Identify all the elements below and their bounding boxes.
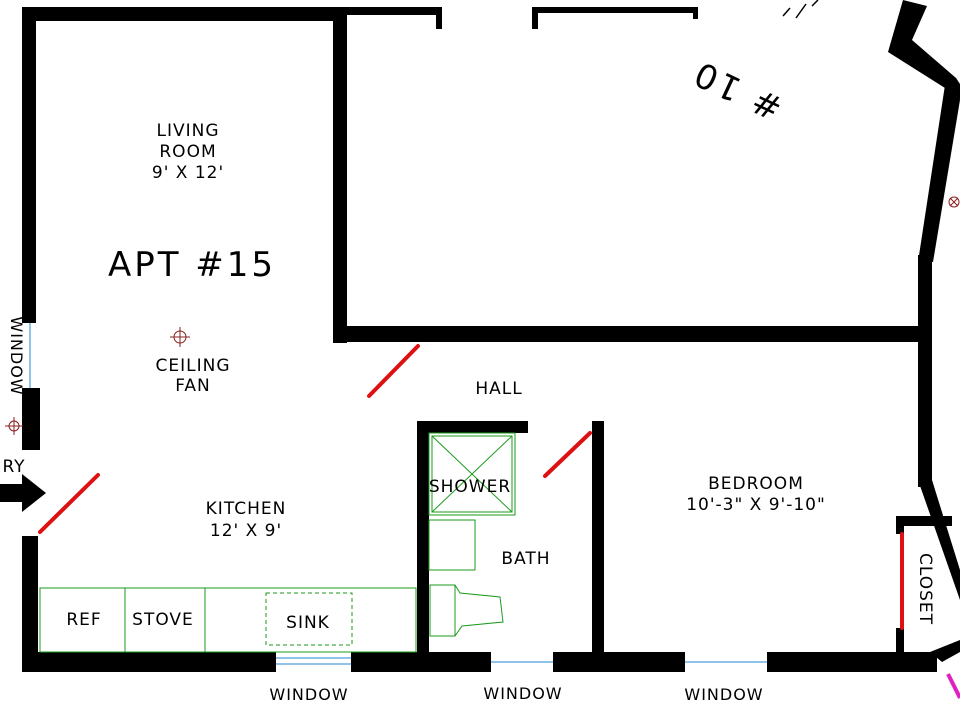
door-entry — [38, 473, 100, 534]
shower-outline — [428, 432, 516, 516]
wall-top-stub-b — [532, 7, 698, 13]
wall-bottom-c — [553, 652, 685, 672]
ceiling-fan-icon — [170, 327, 190, 347]
shower-inner — [431, 435, 513, 513]
sink-outline — [265, 592, 353, 646]
ceiling-fan-icon-small — [5, 417, 23, 435]
ceiling-fan-label-1: CEILING — [155, 356, 230, 376]
wall-top-stub-b-left — [532, 7, 538, 29]
room-labels: LIVING ROOM 9' X 12' APT #15 CEILING FAN… — [108, 121, 935, 625]
fixture-labels: REF STOVE SINK — [66, 610, 330, 633]
wall-closet-corner — [930, 640, 960, 662]
bedroom-name: BEDROOM — [708, 474, 804, 494]
wall-top-stub-a-drop — [436, 7, 442, 29]
closet-label: CLOSET — [915, 553, 935, 625]
wall-bottom-a — [22, 652, 276, 672]
ceiling-fan-label-part-2: ING — [197, 356, 231, 376]
closet-accent — [946, 673, 960, 699]
wall-living-partition — [333, 7, 347, 343]
ceiling-fan-label-part-1: CEIL — [155, 356, 196, 376]
wall-closet-left-low — [896, 628, 904, 658]
toilet — [429, 584, 504, 637]
wall-left-mid — [22, 388, 40, 450]
ref-label: REF — [66, 610, 101, 630]
wall-right-top — [888, 0, 960, 100]
walls — [22, 0, 960, 672]
wall-top-stub-a — [344, 7, 442, 15]
stove-label: STOVE — [132, 610, 194, 630]
window-panes — [29, 323, 767, 665]
kitchen-name: KITCHEN — [206, 499, 287, 519]
living-room-name-1: LIVING — [156, 121, 219, 141]
window-labels: WINDOW WINDOW WINDOW WINDOW — [7, 316, 763, 704]
neighbor-unit-label: # 10 — [686, 52, 789, 128]
living-room-size: 9' X 12' — [152, 163, 224, 183]
doors — [38, 344, 904, 630]
bedroom-size: 10'-3" X 9'-10" — [686, 495, 826, 515]
wall-right-vertical — [918, 255, 932, 487]
outlet-icon-right — [948, 196, 960, 208]
door-living-hall — [367, 344, 420, 398]
window-label-bath: WINDOW — [483, 684, 562, 703]
window-label-left: WINDOW — [7, 316, 26, 395]
wall-bath-top — [417, 421, 528, 433]
shower-diagonal-2 — [431, 435, 513, 513]
shower-label: SHOWER — [429, 477, 511, 497]
wall-left-lower — [22, 536, 38, 670]
neighbor-top-marks — [782, 0, 819, 19]
wall-top-left — [22, 7, 344, 21]
wall-left-upper — [22, 7, 36, 323]
ceiling-fan-label-2: FAN — [175, 376, 211, 396]
bath-label: BATH — [501, 549, 550, 569]
wall-hall-top — [333, 326, 929, 342]
hall-label: HALL — [475, 379, 522, 399]
wall-bottom-d — [767, 652, 937, 672]
door-bedroom — [543, 431, 592, 478]
wall-bottom-b — [351, 652, 491, 672]
wall-closet-left — [896, 516, 904, 534]
wall-bath-left — [417, 421, 429, 662]
sink-label: SINK — [286, 613, 330, 633]
vanity — [428, 519, 476, 571]
kitchen-size: 12' X 9' — [210, 521, 282, 541]
kitchen-counter — [39, 587, 417, 653]
living-room-name-2: ROOM — [159, 142, 216, 162]
wall-right-lower-slant — [918, 480, 960, 600]
entry-label-fragment: RY — [2, 457, 25, 477]
wall-right-slant — [918, 85, 960, 262]
window-label-bedroom: WINDOW — [684, 685, 763, 704]
window-label-kitchen: WINDOW — [269, 685, 348, 704]
fixtures — [39, 432, 516, 653]
wall-bedroom-left — [592, 421, 604, 662]
wall-closet-top — [896, 516, 952, 526]
apartment-title: APT #15 — [108, 245, 276, 285]
wall-top-stub-b-right — [693, 7, 698, 19]
entry-arrow-icon — [0, 474, 46, 512]
